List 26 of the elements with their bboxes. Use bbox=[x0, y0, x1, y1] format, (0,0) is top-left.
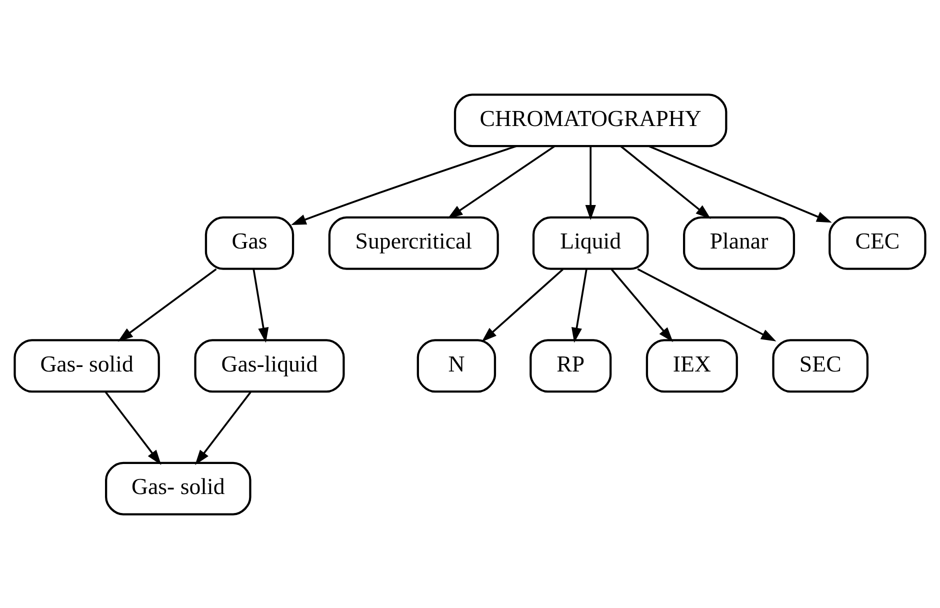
node-box: CEC bbox=[828, 216, 926, 270]
arrow bbox=[571, 268, 588, 342]
arrow bbox=[118, 268, 217, 342]
arrow bbox=[620, 145, 711, 218]
arrow bbox=[585, 146, 596, 220]
node-box: Gas- solid bbox=[14, 338, 160, 392]
node-box: Planar bbox=[683, 216, 796, 270]
arrow bbox=[637, 268, 776, 341]
node-box: Gas- solid bbox=[105, 461, 252, 515]
node-box: SEC bbox=[772, 338, 869, 392]
node-box: RP bbox=[530, 338, 612, 392]
arrow bbox=[610, 268, 674, 342]
node-box: Gas-liquid bbox=[194, 338, 345, 392]
node-box: N bbox=[416, 338, 496, 392]
node-box: Gas bbox=[204, 216, 294, 270]
arrow bbox=[105, 391, 162, 464]
arrow bbox=[482, 268, 564, 342]
arrow bbox=[448, 145, 555, 218]
arrow bbox=[648, 145, 832, 222]
arrow bbox=[195, 391, 252, 464]
node-box: Liquid bbox=[532, 216, 649, 270]
arrow bbox=[291, 144, 516, 224]
arrow bbox=[252, 268, 269, 342]
node-box: CHROMATOGRAPHY bbox=[454, 93, 728, 147]
node-box: IEX bbox=[646, 338, 738, 392]
node-box: Supercritical bbox=[328, 216, 499, 270]
